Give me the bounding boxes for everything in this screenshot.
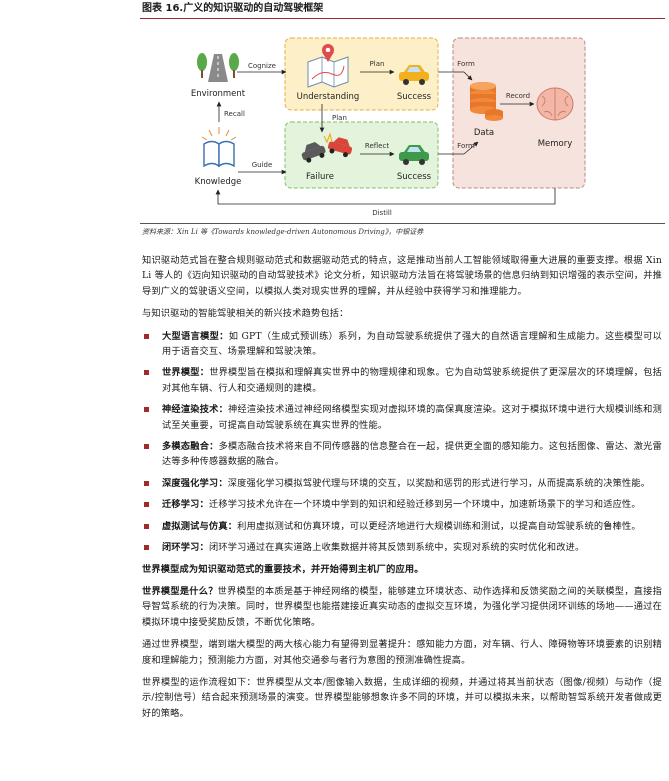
- bullet-text: 神经渲染技术通过神经网络模型实现对虚拟环境的高保真度渲染。这对于模拟环境中进行大…: [162, 404, 662, 431]
- edge-form-top: Form: [457, 60, 475, 68]
- bullet-term: 世界模型：: [162, 367, 210, 379]
- bullet-term: 多模态融合：: [162, 441, 219, 453]
- figure-source: 资料来源：Xin Li 等《Towards knowledge-driven A…: [142, 228, 424, 236]
- list-item: 神经渲染技术：神经渲染技术通过神经网络模型实现对虚拟环境的高保真度渲染。这对于模…: [142, 402, 662, 433]
- bullet-text: 世界模型旨在模拟和理解真实世界中的物理规律和现象。它为自动驾驶系统提供了更深层次…: [162, 367, 663, 394]
- road-icon: [208, 54, 228, 82]
- car-icon: [399, 65, 429, 85]
- bullet-marker: [144, 370, 149, 376]
- edge-form-bottom: Form: [457, 142, 475, 150]
- environment-label: Environment: [191, 89, 246, 99]
- bullet-marker: [144, 333, 149, 339]
- brain-icon: [536, 87, 574, 121]
- edge-distill: Distill: [372, 209, 392, 217]
- edge-guide: Guide: [252, 161, 273, 169]
- list-item: 世界模型：世界模型旨在模拟和理解真实世界中的物理规律和现象。它为自动驾驶系统提供…: [142, 365, 662, 396]
- map-pin-icon: [307, 44, 349, 88]
- list-item: 深度强化学习：深度强化学习模拟驾驶代理与环境的交互，以奖励和惩罚的形式进行学习，…: [142, 476, 662, 491]
- book-icon: [201, 127, 237, 168]
- workflow-paragraph: 世界模型的运作流程如下：世界模型从文本/图像输入数据，生成详细的视频，并通过将其…: [142, 676, 662, 719]
- figure-title: 图表 16.广义的知识驱动的自动驾驶框架: [142, 3, 324, 14]
- capability-paragraph: 通过世界模型，端到端大模型的两大核心能力有望得到显著提升：感知能力方面，对车辆、…: [142, 639, 662, 666]
- list-item: 迁移学习：迁移学习技术允许在一个环境中学到的知识和经验迁移到另一个环境中，加速新…: [142, 497, 662, 512]
- bullet-marker: [144, 523, 149, 529]
- list-item: 虚拟测试与仿真：利用虚拟测试和仿真环境，可以更经济地进行大规模训练和测试，以提高…: [142, 519, 662, 534]
- bullet-term: 大型语言模型：: [162, 330, 229, 342]
- source-divider: [140, 223, 665, 224]
- data-label: Data: [474, 128, 494, 138]
- bullet-text: 深度强化学习模拟驾驶代理与环境的交互，以奖励和惩罚的形式进行学习，从而提高系统的…: [227, 477, 651, 489]
- edge-cognize: Cognize: [248, 62, 276, 70]
- failure-label: Failure: [306, 172, 334, 182]
- bullet-text: 多模态融合技术将来自不同传感器的信息整合在一起，提供更全面的感知能力。这包括图像…: [162, 441, 662, 468]
- bullet-marker: [144, 444, 149, 450]
- bullet-text: 如 GPT（生成式预训练）系列，为自动驾驶系统提供了强大的自然语言理解和生成能力…: [162, 330, 663, 358]
- success-top-label: Success: [397, 92, 432, 102]
- list-item: 多模态融合：多模态融合技术将来自不同传感器的信息整合在一起，提供更全面的感知能力…: [142, 439, 662, 470]
- car-icon: [399, 145, 429, 165]
- bullet-term: 虚拟测试与仿真：: [162, 520, 238, 532]
- trees-icon: [197, 53, 239, 78]
- edge-recall: Recall: [224, 110, 245, 118]
- bullet-term: 神经渲染技术：: [162, 404, 229, 416]
- list-item: 大型语言模型：如 GPT（生成式预训练）系列，为自动驾驶系统提供了强大的自然语言…: [142, 329, 662, 360]
- failure-panel: [284, 121, 439, 189]
- bullet-text: 闭环学习通过在真实道路上收集数据并将其反馈到系统中，实现对系统的实时优化和改进。: [208, 542, 585, 554]
- bullet-term: 闭环学习：: [162, 542, 209, 554]
- bullet-term: 深度强化学习：: [162, 477, 228, 489]
- bullet-marker: [144, 502, 149, 508]
- bullet-text: 迁移学习技术允许在一个环境中学到的知识和经验迁移到另一个环境中，加速新场景下的学…: [208, 499, 641, 511]
- edge-plan-top: Plan: [370, 60, 385, 68]
- world-model-definition: 世界模型是什么？世界模型的本质是基于神经网络的模型，能够建立环境状态、动作选择和…: [142, 584, 662, 630]
- definition-text: 世界模型的本质是基于神经网络的模型，能够建立环境状态、动作选择和反馈奖励之间的关…: [142, 585, 662, 628]
- memory-label: Memory: [538, 139, 573, 149]
- edge-reflect: Reflect: [365, 142, 389, 150]
- figure-title-divider: [140, 18, 665, 19]
- bullet-marker: [144, 480, 149, 486]
- knowledge-label: Knowledge: [195, 177, 242, 187]
- lead-paragraph: 与知识驱动的智能驾驶相关的新兴技术趋势包括：: [142, 308, 349, 320]
- definition-term: 世界模型是什么？: [142, 585, 218, 597]
- database-icon: [470, 82, 503, 121]
- bullet-marker: [144, 407, 149, 413]
- understanding-label: Understanding: [297, 92, 360, 102]
- bullet-term: 迁移学习：: [162, 499, 209, 511]
- key-statement: 世界模型成为知识驱动范式的重要技术，并开始得到主机厂的应用。: [142, 563, 424, 575]
- memory-panel: [452, 37, 586, 189]
- list-item: 闭环学习：闭环学习通过在真实道路上收集数据并将其反馈到系统中，实现对系统的实时优…: [142, 540, 662, 555]
- crashed-cars-icon: [301, 131, 353, 163]
- success-bottom-label: Success: [397, 172, 432, 182]
- bullet-text: 利用虚拟测试和仿真环境，可以更经济地进行大规模训练和测试，以提高自动驾驶系统的鲁…: [237, 520, 641, 532]
- intro-paragraph: 知识驱动范式旨在整合规则驱动范式和数据驱动范式的特点，这是推动当前人工智能领域取…: [142, 255, 662, 297]
- edge-record: Record: [506, 92, 530, 100]
- edge-plan-down: Plan: [332, 114, 347, 122]
- article-body: 知识驱动范式旨在整合规则驱动范式和数据驱动范式的特点，这是推动当前人工智能领域取…: [142, 253, 662, 728]
- bullet-marker: [144, 545, 149, 551]
- framework-diagram: Environment Knowledge Understanding Succ…: [191, 37, 586, 217]
